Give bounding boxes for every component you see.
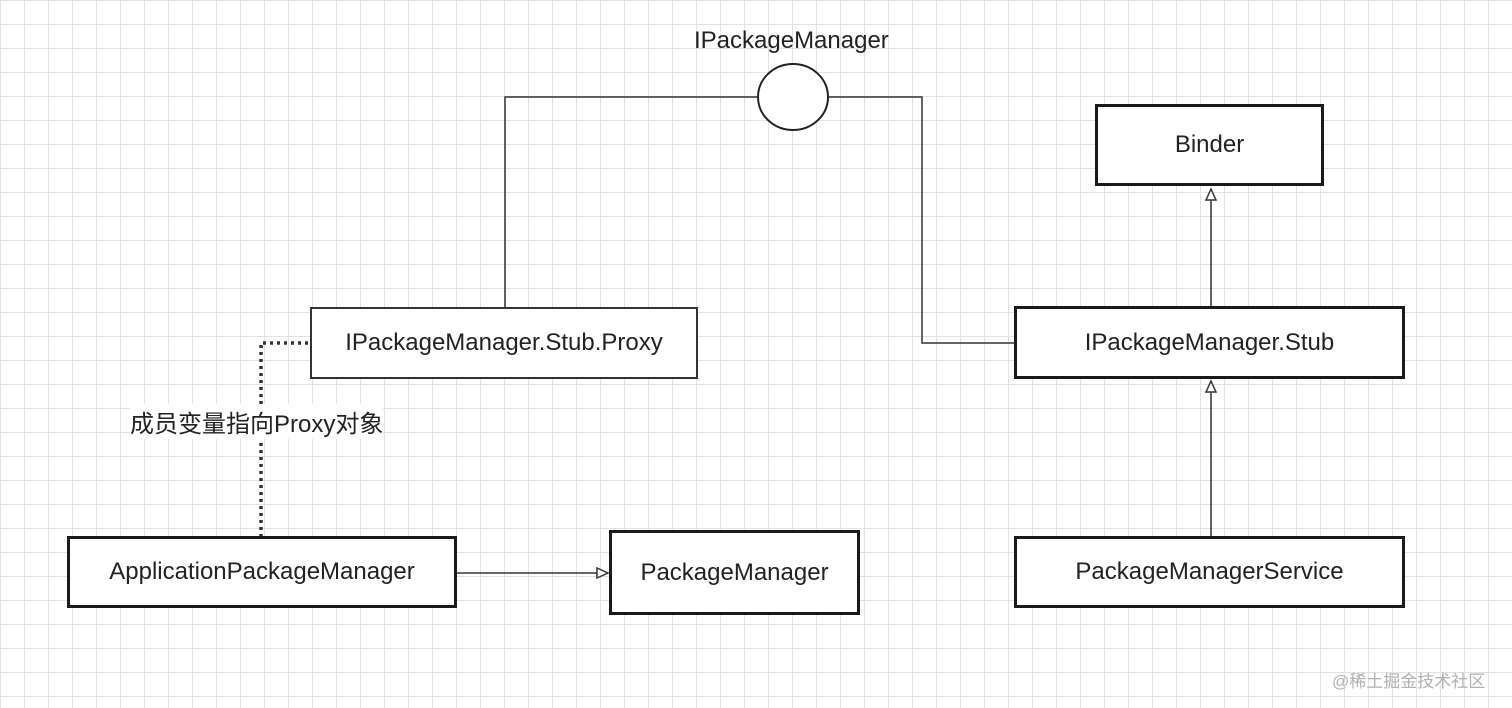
member-variable-note: 成员变量指向Proxy对象 bbox=[130, 404, 384, 439]
application-package-manager-box: ApplicationPackageManager bbox=[67, 536, 457, 608]
proxy-interface-line bbox=[504, 96, 758, 307]
package-manager-box: PackageManager bbox=[609, 530, 860, 615]
package-manager-service-label: PackageManagerService bbox=[1075, 558, 1344, 585]
stub-proxy-label: IPackageManager.Stub.Proxy bbox=[345, 329, 663, 356]
stub-box: IPackageManager.Stub bbox=[1014, 306, 1405, 379]
binder-box: Binder bbox=[1095, 104, 1324, 186]
stub-interface-line bbox=[829, 96, 1015, 344]
interface-circle bbox=[757, 63, 829, 131]
package-manager-service-box: PackageManagerService bbox=[1014, 536, 1405, 608]
application-package-manager-label: ApplicationPackageManager bbox=[109, 558, 415, 585]
package-manager-label: PackageManager bbox=[640, 558, 829, 586]
watermark: @稀土掘金技术社区 bbox=[1332, 672, 1486, 691]
stub-label: IPackageManager.Stub bbox=[1084, 328, 1335, 356]
member-reference-dotted-line bbox=[259, 341, 310, 537]
stub-proxy-box: IPackageManager.Stub.Proxy bbox=[310, 307, 698, 379]
interface-label: IPackageManager bbox=[694, 27, 889, 54]
binder-label: Binder bbox=[1174, 131, 1245, 158]
